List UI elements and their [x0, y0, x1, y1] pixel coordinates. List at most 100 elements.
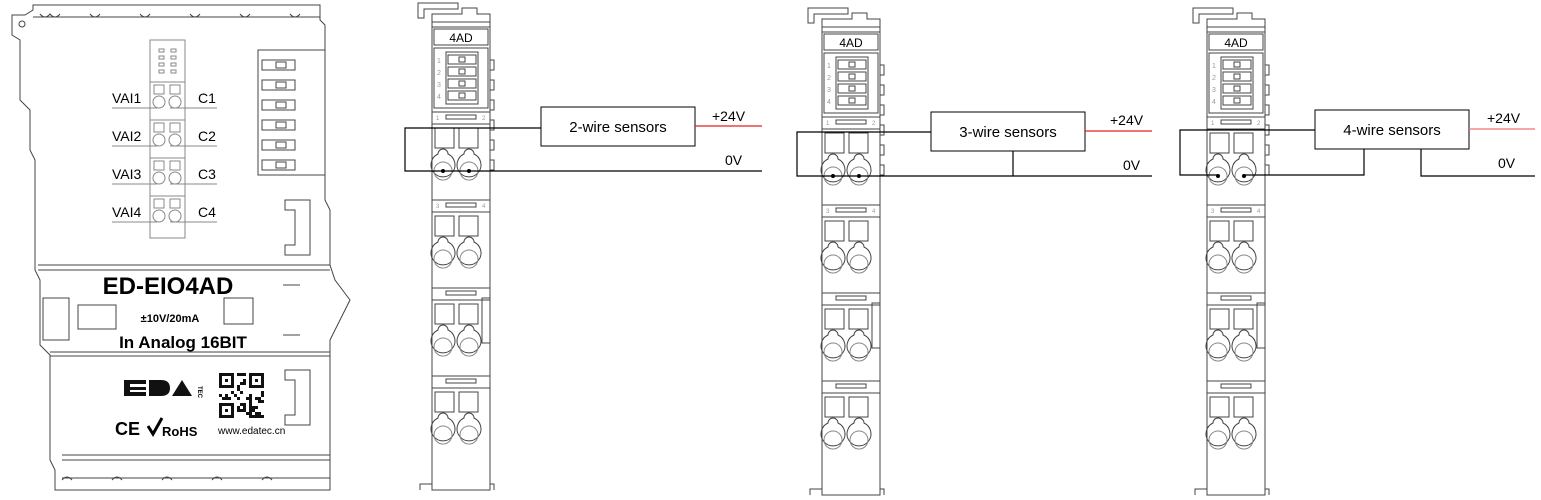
- wire-entry[interactable]: [152, 95, 166, 109]
- release-slot[interactable]: [824, 396, 845, 418]
- wiring-3-wire: 3-wire sensors +24V 0V: [796, 111, 1152, 177]
- release-slot[interactable]: [1233, 220, 1254, 242]
- wiring-2-wire: 2-wire sensors +24V 0V: [404, 106, 762, 172]
- terminal-number: 1: [1211, 121, 1215, 127]
- wire-entry[interactable]: [430, 324, 456, 354]
- channel-common-label: C2: [198, 128, 216, 144]
- channel-input-label: VAI3: [112, 166, 142, 182]
- module-label: 4AD: [449, 31, 473, 45]
- wire-entry[interactable]: [1231, 241, 1257, 271]
- wire-entry[interactable]: [820, 417, 846, 447]
- release-slot[interactable]: [1209, 220, 1230, 242]
- wire-entry[interactable]: [820, 153, 846, 183]
- terminal-block: [1205, 380, 1266, 450]
- wire-entry[interactable]: [846, 417, 872, 447]
- release-slot[interactable]: [824, 220, 845, 242]
- release-slot[interactable]: [848, 132, 869, 154]
- channel-input-label: VAI1: [112, 90, 142, 106]
- terminal-block: [820, 292, 881, 362]
- release-slot[interactable]: [1233, 132, 1254, 154]
- website: www.edatec.cn: [217, 426, 285, 437]
- module-label: 4AD: [839, 36, 863, 50]
- wire-entry[interactable]: [1205, 241, 1231, 271]
- module-description: In Analog 16BIT: [119, 333, 247, 352]
- module-label: 4AD: [1224, 36, 1248, 50]
- wire-entry[interactable]: [152, 171, 166, 185]
- dip-number: 1: [827, 63, 831, 70]
- terminal-number: 3: [436, 204, 440, 210]
- release-slot[interactable]: [458, 391, 479, 413]
- release-slot[interactable]: [1209, 308, 1230, 330]
- dip-number: 4: [437, 94, 441, 101]
- wire-entry[interactable]: [846, 153, 872, 183]
- wire-entry[interactable]: [430, 148, 456, 178]
- release-slot[interactable]: [824, 132, 845, 154]
- wire-entry[interactable]: [1231, 329, 1257, 359]
- wire-entry[interactable]: [152, 209, 166, 223]
- terminal-block: [430, 375, 491, 445]
- main-module-front: VAI1 C1 VAI2 C2 VAI3 C3 VAI4 C4 ED-EIO4A…: [11, 4, 351, 491]
- release-slot[interactable]: [458, 303, 479, 325]
- release-slot[interactable]: [848, 396, 869, 418]
- release-slot[interactable]: [434, 303, 455, 325]
- wire-entry[interactable]: [456, 236, 482, 266]
- dip-switch: [445, 51, 479, 105]
- terminal-number: 2: [482, 116, 486, 122]
- release-slot[interactable]: [434, 215, 455, 237]
- supply-label: +24V: [1110, 112, 1144, 128]
- din-connector: [257, 49, 326, 176]
- release-slot[interactable]: [824, 308, 845, 330]
- wire-entry[interactable]: [1205, 329, 1231, 359]
- wire-entry[interactable]: [1231, 153, 1257, 183]
- qr-code: [219, 373, 264, 418]
- channel-labels: VAI1 C1 VAI2 C2 VAI3 C3 VAI4 C4: [112, 90, 216, 220]
- terminal-number: 1: [826, 121, 830, 127]
- wire-entry[interactable]: [1205, 153, 1231, 183]
- model-name: ED-EIO4AD: [103, 273, 234, 300]
- terminal-number: 1: [436, 116, 440, 122]
- terminal-block: [1205, 204, 1266, 274]
- wire-entry[interactable]: [168, 95, 182, 109]
- wire-entry[interactable]: [456, 412, 482, 442]
- wire-entry[interactable]: [846, 329, 872, 359]
- terminal-number: 4: [482, 204, 486, 210]
- wire-entry[interactable]: [1205, 417, 1231, 447]
- dip-number: 1: [1212, 63, 1216, 70]
- io-module-side-view: 4AD 1 2 3 4 1 2 3 4: [1192, 7, 1270, 496]
- io-module-side-view: 4AD 1 2 3 4 1 2 3 4: [807, 7, 885, 496]
- dip-number: 4: [827, 99, 831, 106]
- wire-entry[interactable]: [168, 171, 182, 185]
- wire-entry[interactable]: [846, 241, 872, 271]
- check-icon: [146, 417, 164, 437]
- release-slot[interactable]: [848, 308, 869, 330]
- wire-entry[interactable]: [430, 236, 456, 266]
- wire-entry[interactable]: [456, 148, 482, 178]
- dip-number: 4: [1212, 99, 1216, 106]
- wire-entry[interactable]: [820, 241, 846, 271]
- release-slot[interactable]: [1209, 132, 1230, 154]
- release-slot[interactable]: [458, 215, 479, 237]
- wire-entry[interactable]: [152, 133, 166, 147]
- dip-switch: [835, 56, 869, 110]
- terminal-block: [1205, 116, 1266, 186]
- terminal-block: [820, 380, 881, 450]
- wire-entry[interactable]: [1231, 417, 1257, 447]
- release-slot[interactable]: [1233, 396, 1254, 418]
- dip-number: 1: [437, 58, 441, 65]
- release-slot[interactable]: [1233, 308, 1254, 330]
- terminal-number: 2: [1257, 121, 1261, 127]
- release-slot[interactable]: [458, 127, 479, 149]
- wire-entry[interactable]: [820, 329, 846, 359]
- release-slot[interactable]: [434, 391, 455, 413]
- dip-number: 2: [437, 70, 441, 77]
- release-slot[interactable]: [434, 127, 455, 149]
- wire-entry[interactable]: [168, 133, 182, 147]
- dip-switch: [1220, 56, 1254, 110]
- dip-number: 3: [1212, 87, 1216, 94]
- wire-entry[interactable]: [456, 324, 482, 354]
- channel-common-label: C4: [198, 204, 216, 220]
- wire-entry[interactable]: [430, 412, 456, 442]
- release-slot[interactable]: [1209, 396, 1230, 418]
- wire-entry[interactable]: [168, 209, 182, 223]
- release-slot[interactable]: [848, 220, 869, 242]
